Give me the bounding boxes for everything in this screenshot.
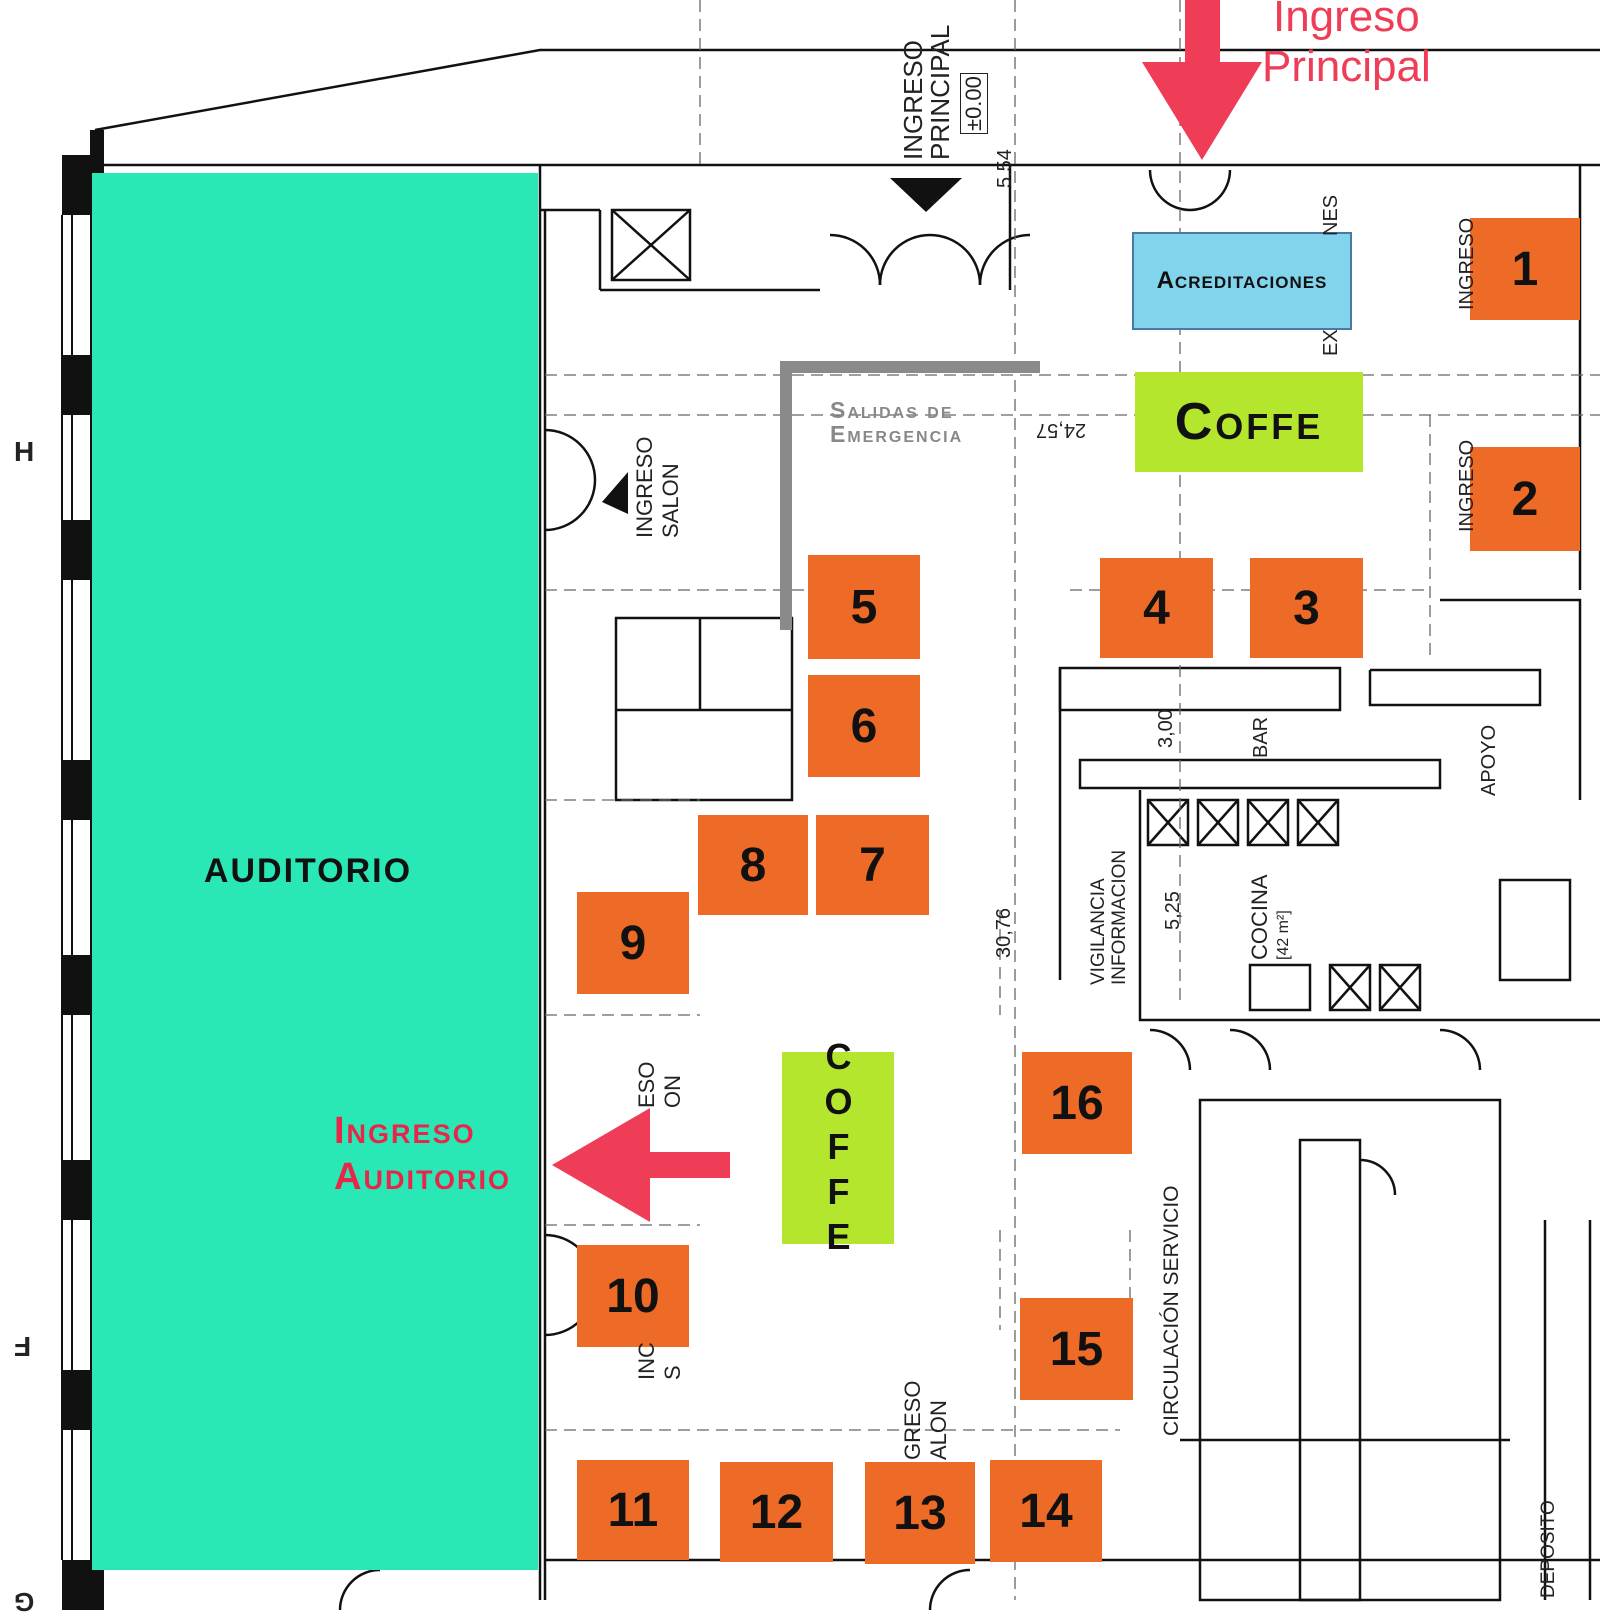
main-entrance-line1: Ingreso [1272, 0, 1420, 41]
emergency-line1: Salidas de [830, 397, 954, 423]
inc-partial-text: INC [634, 1342, 659, 1380]
greso-partial-text: GRESO [900, 1380, 925, 1460]
coffee-middle-label: COFFE [818, 1035, 859, 1261]
accreditation-label: Acreditaciones [1156, 267, 1328, 294]
booth-6[interactable]: 6 [808, 675, 920, 777]
ingreso-principal-line2: PRINCIPAL [925, 24, 955, 160]
booth-15[interactable]: 15 [1020, 1298, 1133, 1400]
apoyo-label: APOYO [1478, 724, 1500, 796]
booth-12[interactable]: 12 [720, 1462, 833, 1562]
informacion-text: INFORMACION [1109, 849, 1130, 985]
alon-partial-text: ALON [926, 1400, 951, 1460]
booth-1[interactable]: 1 [1470, 218, 1580, 320]
cocina-text: COCINA [1247, 874, 1272, 960]
deposito-label: DEPOSITO [1538, 1500, 1559, 1598]
cocina-area-text: [42 m²] [1275, 910, 1292, 960]
bar-label: BAR [1250, 716, 1272, 758]
booth-4[interactable]: 4 [1100, 558, 1213, 658]
eso-partial-text: ESO [634, 1061, 659, 1108]
booth-2[interactable]: 2 [1470, 447, 1580, 551]
vigilancia-text: VIGILANCIA [1088, 878, 1109, 985]
inc-partial-label: INC S [634, 1342, 686, 1380]
booth-7[interactable]: 7 [816, 815, 929, 915]
booth-16[interactable]: 16 [1022, 1052, 1132, 1154]
coffee-zone-middle: COFFE [782, 1036, 894, 1261]
axis-f-label: F [14, 1331, 32, 1362]
accreditation-zone: Acreditaciones [1132, 232, 1352, 330]
s-partial-text: S [660, 1365, 685, 1380]
booth-10[interactable]: 10 [577, 1245, 689, 1347]
auditorium-label: AUDITORIO [203, 852, 413, 890]
ingreso-salon-line2: SALON [658, 463, 683, 538]
greso-partial-label: GRESO ALON [900, 1381, 952, 1460]
axis-h-label: H [14, 436, 35, 467]
emergency-line2: Emergencia [830, 421, 964, 447]
main-entrance-line2: Principal [1262, 42, 1431, 91]
main-entrance-label: Ingreso Principal [1262, 0, 1431, 92]
booth-13[interactable]: 13 [865, 1462, 975, 1564]
on-partial-text: ON [660, 1075, 685, 1108]
booth-8[interactable]: 8 [698, 815, 808, 915]
dimension-525: 5,25 [1162, 891, 1184, 930]
dimension-300: 3,00 [1155, 709, 1177, 748]
auditorium-entrance-line1: Ingreso [334, 1110, 476, 1152]
ingreso-salon-label: INGRESO SALON [632, 437, 684, 538]
ingreso-principal-line1: INGRESO [898, 40, 928, 160]
booth-9[interactable]: 9 [577, 892, 689, 994]
dimension-2457: 24,57 [1036, 419, 1087, 441]
ingreso-salon-line1: INGRESO [632, 436, 657, 538]
ingreso-right-top: INGRESO [1456, 217, 1478, 310]
coffee-zone-top: Coffe [1135, 372, 1363, 472]
level-label: ±0.00 [960, 73, 988, 134]
ingreso-right-bottom: INGRESO [1456, 439, 1478, 532]
booth-5[interactable]: 5 [808, 555, 920, 659]
dimension-554: 5.54 [994, 149, 1016, 188]
auditorium-zone: AUDITORIO [92, 173, 538, 1570]
eso-partial-label: ESO ON [634, 1062, 686, 1108]
booth-14[interactable]: 14 [990, 1460, 1102, 1562]
vigilancia-label: VIGILANCIA INFORMACION [1088, 850, 1130, 985]
auditorium-entrance-line2: Auditorio [334, 1156, 511, 1198]
ex-partial-label: EX [1320, 329, 1342, 356]
dimension-3076: 30,76 [993, 907, 1015, 958]
axis-g-label: G [14, 1587, 35, 1617]
booth-3[interactable]: 3 [1250, 558, 1363, 658]
coffee-top-label: Coffe [1174, 393, 1324, 451]
booth-11[interactable]: 11 [577, 1460, 689, 1560]
cocina-label: COCINA [42 m²] [1247, 874, 1296, 960]
circulacion-label: CIRCULACIÓN SERVICIO [1160, 1185, 1183, 1437]
emergency-exits-label: Salidas de Emergencia [830, 398, 963, 446]
auditorium-entrance-label: Ingreso Auditorio [334, 1108, 511, 1200]
ingreso-principal-label: INGRESO PRINCIPAL [898, 24, 955, 160]
nes-partial-label: NES [1320, 194, 1342, 236]
